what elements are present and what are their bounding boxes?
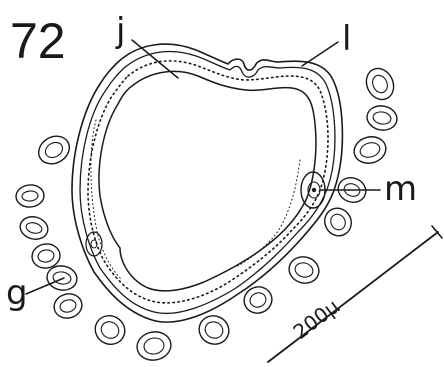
surrounding-cell bbox=[15, 184, 45, 208]
scale-bar-label: 200μ bbox=[289, 294, 344, 344]
surrounding-cell bbox=[51, 291, 84, 321]
surrounding-cell bbox=[90, 310, 130, 349]
surrounding-cell bbox=[361, 64, 398, 104]
surrounding-cell bbox=[286, 254, 322, 287]
cell-m-nucleus bbox=[312, 188, 316, 192]
inner-cell-g bbox=[86, 232, 102, 256]
scale-bar-line bbox=[268, 232, 438, 362]
surrounding-cell bbox=[194, 311, 233, 349]
surrounding-cell bbox=[135, 329, 173, 362]
surrounding-cell bbox=[34, 131, 75, 170]
leader-g bbox=[26, 278, 64, 294]
leader-l bbox=[302, 42, 338, 66]
label-g: g bbox=[6, 273, 28, 313]
surrounding-cell bbox=[18, 214, 51, 242]
label-m: m bbox=[384, 169, 417, 209]
surrounding-cell bbox=[365, 104, 399, 133]
figure-number: 72 bbox=[10, 13, 66, 69]
surrounding-cell bbox=[351, 133, 389, 166]
label-j: j bbox=[115, 11, 125, 51]
dotted-layer bbox=[88, 61, 328, 303]
label-l: l bbox=[342, 19, 351, 59]
